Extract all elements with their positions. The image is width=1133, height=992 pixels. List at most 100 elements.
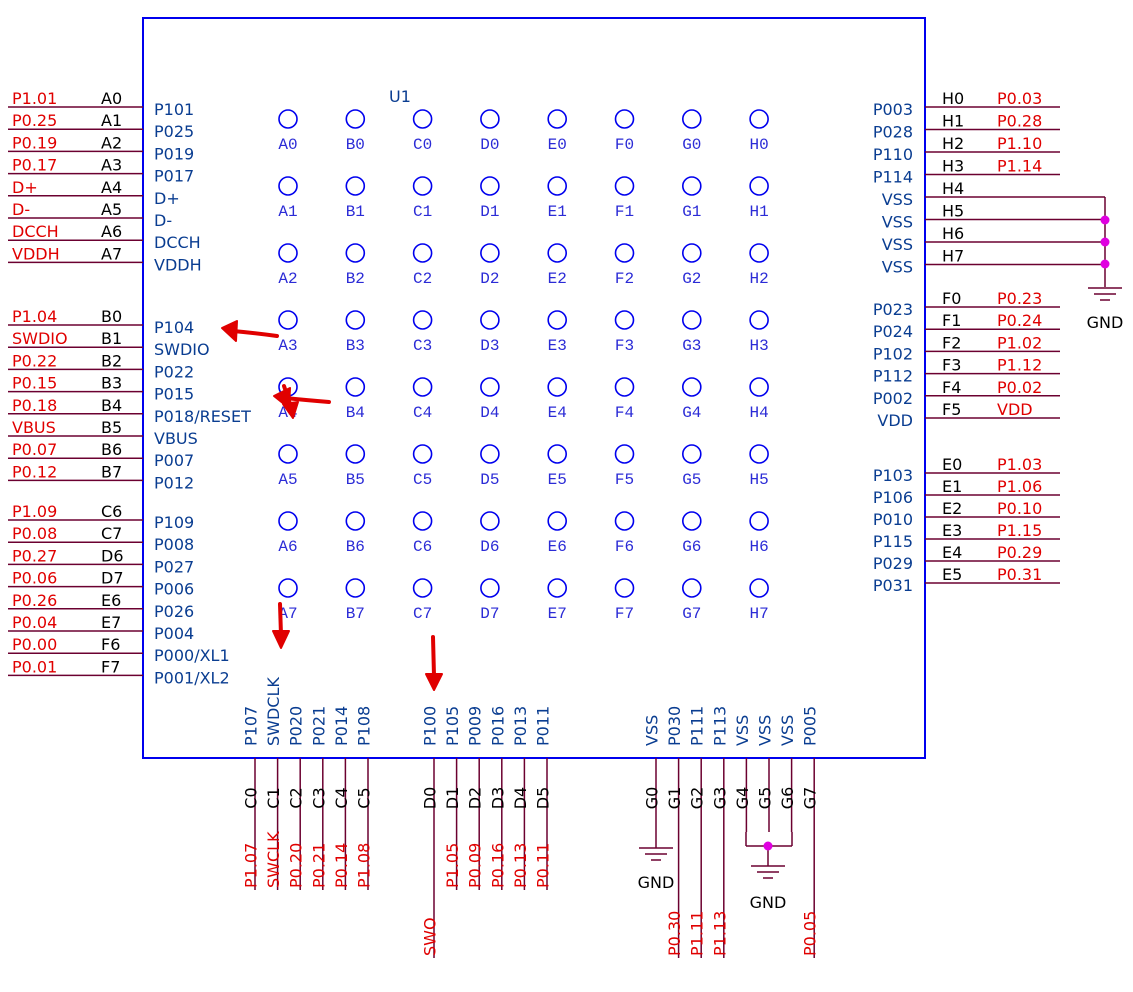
ball-H4 — [749, 377, 769, 397]
pin-number-G0: G0 — [643, 787, 662, 810]
net-label-p1-11: P1.11 — [688, 911, 707, 956]
pin-name-vss: VSS — [882, 190, 913, 209]
net-label-p0-15: P0.15 — [12, 374, 57, 393]
ball-label-D1: D1 — [480, 203, 499, 221]
pin-number-F2: F2 — [942, 333, 961, 352]
gnd-label: GND — [1087, 313, 1124, 332]
net-label-p1-06: P1.06 — [997, 477, 1042, 496]
gnd-label: GND — [638, 873, 675, 892]
pin-number-E3: E3 — [942, 521, 962, 540]
ball-G3 — [681, 310, 702, 330]
pin-number-H7: H7 — [942, 247, 964, 266]
junction-right-3 — [1100, 259, 1110, 269]
ball-label-E3: E3 — [548, 337, 567, 355]
ball-label-B0: B0 — [346, 136, 365, 154]
ball-E6 — [547, 511, 568, 531]
ball-D0 — [480, 109, 500, 129]
pin-name-p000-xl1: P000/XL1 — [154, 646, 230, 665]
net-label-p1-03: P1.03 — [997, 455, 1042, 474]
net-label-p0-01: P0.01 — [12, 657, 57, 676]
ball-label-G4: G4 — [682, 404, 701, 422]
net-label-p0-17: P0.17 — [12, 156, 57, 175]
pin-number-A0: A0 — [101, 89, 122, 108]
pin-name-p023: P023 — [873, 300, 913, 319]
annotation-arrow-swdclk — [278, 602, 283, 637]
pin-number-G5: G5 — [756, 787, 775, 810]
ball-label-D2: D2 — [480, 270, 499, 288]
pin-name-p107: P107 — [242, 706, 261, 746]
net-label-p1-04: P1.04 — [12, 307, 57, 326]
net-label-d: D+ — [12, 178, 38, 197]
junction-bottom — [763, 841, 773, 851]
junction-right-1 — [1100, 215, 1110, 225]
pin-number-D5: D5 — [534, 787, 553, 810]
pin-name-p009: P009 — [466, 706, 485, 746]
pin-name-p018-reset: P018/RESET — [154, 407, 251, 426]
pin-number-C0: C0 — [242, 787, 261, 808]
pin-number-H6: H6 — [942, 224, 964, 243]
ball-label-C6: C6 — [413, 538, 432, 556]
pin-name-p005: P005 — [801, 706, 820, 746]
net-label-p1-10: P1.10 — [997, 134, 1042, 153]
ball-label-D0: D0 — [480, 136, 499, 154]
ball-H3 — [749, 310, 769, 330]
ball-label-A3: A3 — [278, 337, 297, 355]
ball-C0 — [412, 109, 433, 129]
pin-name-p028: P028 — [873, 123, 913, 142]
net-label-p0-26: P0.26 — [12, 591, 57, 610]
ball-label-B4: B4 — [346, 404, 365, 422]
annotation-arrow-swo-head — [425, 673, 443, 691]
ball-label-H4: H4 — [749, 404, 768, 422]
pin-number-C5: C5 — [355, 787, 374, 808]
net-label-p0-25: P0.25 — [12, 111, 57, 130]
ball-H0 — [749, 109, 769, 129]
ball-A0 — [278, 109, 298, 129]
pin-number-B4: B4 — [101, 396, 122, 415]
pin-number-G6: G6 — [778, 787, 797, 810]
net-label-p1-15: P1.15 — [997, 521, 1042, 540]
junction-right-2 — [1100, 237, 1110, 247]
pin-name-p014: P014 — [332, 706, 351, 746]
pin-name-vddh: VDDH — [154, 255, 202, 274]
ball-B7 — [345, 578, 366, 598]
ball-A5 — [278, 444, 298, 464]
ball-label-C7: C7 — [413, 605, 432, 623]
ball-E3 — [547, 310, 568, 330]
ball-label-C0: C0 — [413, 136, 432, 154]
annotation-arrow-swdio-head — [221, 320, 238, 342]
chip-body — [142, 17, 926, 759]
pin-number-F6: F6 — [101, 635, 120, 654]
ball-B6 — [345, 511, 366, 531]
part-reference: U1 — [389, 87, 411, 106]
pin-name-vss: VSS — [882, 213, 913, 232]
ball-F3 — [614, 310, 635, 330]
pin-number-G3: G3 — [710, 787, 729, 810]
pin-name-vss: VSS — [756, 715, 775, 746]
pin-number-C3: C3 — [309, 787, 328, 808]
pin-number-A4: A4 — [101, 178, 122, 197]
ball-D2 — [480, 243, 500, 263]
ball-B4 — [345, 377, 366, 397]
pin-name-p031: P031 — [873, 576, 913, 595]
pin-number-C2: C2 — [287, 787, 306, 808]
pin-name-p021: P021 — [309, 706, 328, 746]
ball-label-H6: H6 — [749, 538, 768, 556]
pin-number-H5: H5 — [942, 202, 964, 221]
pin-name-p015: P015 — [154, 385, 194, 404]
annotation-arrow-reset — [283, 396, 331, 404]
pin-number-E5: E5 — [942, 565, 962, 584]
pin-name-p013: P013 — [511, 706, 530, 746]
pin-name-p020: P020 — [287, 706, 306, 746]
annotation-arrow-swo — [431, 635, 436, 678]
pin-name-swdio: SWDIO — [154, 340, 210, 359]
ball-C3 — [412, 310, 433, 330]
net-label-p0-03: P0.03 — [997, 89, 1042, 108]
pin-name-p113: P113 — [710, 706, 729, 746]
net-label-p0-28: P0.28 — [997, 112, 1042, 131]
pin-number-E0: E0 — [942, 455, 962, 474]
ball-label-C5: C5 — [413, 471, 432, 489]
pin-number-E4: E4 — [942, 543, 962, 562]
ball-B2 — [345, 243, 366, 263]
pin-number-C7: C7 — [101, 524, 122, 543]
pin-number-G4: G4 — [733, 787, 752, 810]
